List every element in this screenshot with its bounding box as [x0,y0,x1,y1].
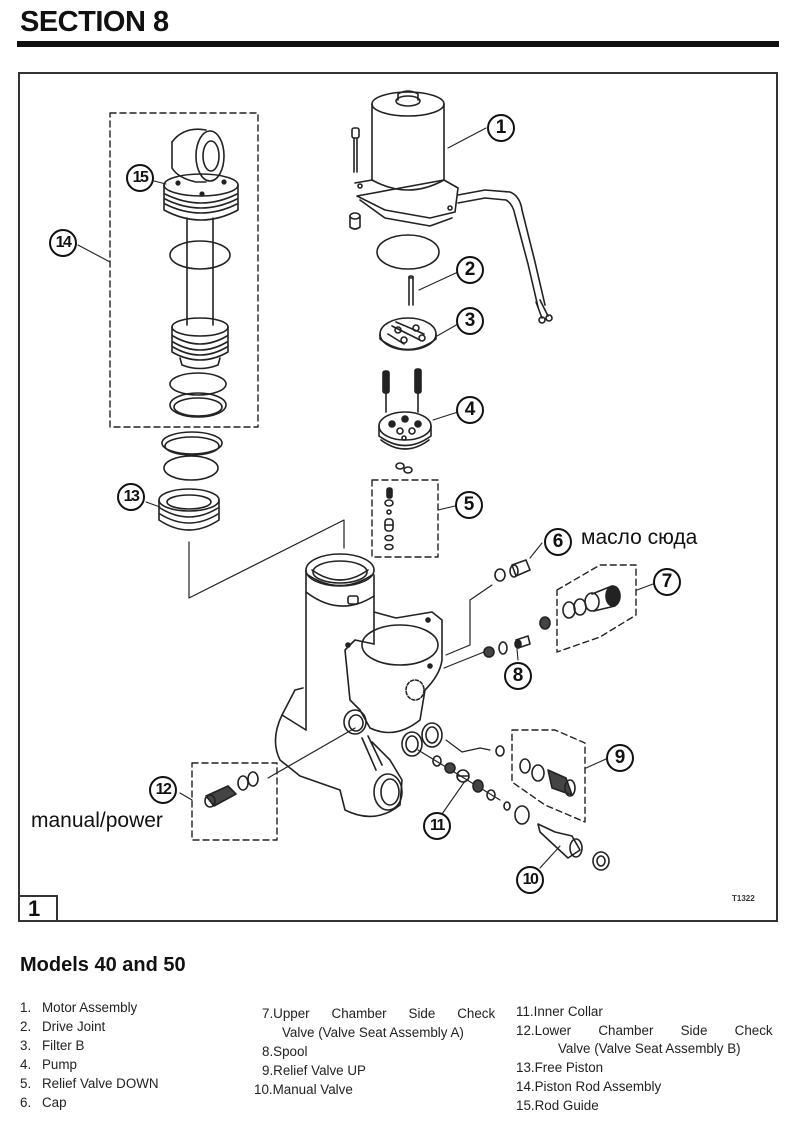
callout-leaders [77,127,654,869]
legend-item-continued: Valve (Valve Seat Assembly A) [282,1025,464,1040]
legend-item: 4.Pump [20,1057,77,1072]
figure-frame [18,72,778,922]
group-box-14 [109,112,259,428]
assembly-line [188,519,345,599]
exploded-diagram [77,90,654,871]
manual-valve [537,823,610,871]
cap-part [494,559,531,582]
group-box-9 [511,729,586,823]
section-title: SECTION 8 [20,6,169,38]
legend-item: 5.Relief Valve DOWN [20,1076,159,1091]
motor-assembly [349,90,553,324]
lower-check-valve [204,771,259,808]
legend-column-2: 7.Upper Chamber Side Check Valve (Valve … [254,1004,495,1099]
legend-item: 3.Filter B [20,1038,85,1053]
relief-valve-up [495,745,576,797]
seal-rings [161,431,223,481]
legend-column-1: 1.Motor Assembly 2.Drive Joint 3.Filter … [20,998,159,1112]
legend-item: 9.Relief Valve UP [262,1063,366,1078]
legend-item: 12.Lower Chamber Side Check [516,1022,773,1038]
cylinder-body [274,553,443,818]
callout-5: 5 [455,491,483,519]
legend-item: 11.Inner Collar [516,1004,603,1019]
group-box-5 [371,479,439,558]
legend-title: Models 40 and 50 [20,954,186,976]
manual-power-annotation: manual/power [31,809,163,832]
callout-13: 13 [117,483,145,511]
figure-number: 1 [18,895,58,922]
legend-column-3: 11.Inner Collar 12.Lower Chamber Side Ch… [516,1003,773,1115]
callout-2: 2 [456,256,484,284]
pump [378,368,432,450]
callout-14: 14 [49,229,77,257]
relief-valve-down [384,487,394,551]
callout-12: 12 [149,776,177,804]
inner-collar [417,749,530,825]
legend-item: 6.Cap [20,1095,67,1110]
legend-item: 15.Rod Guide [516,1097,599,1113]
legend-item: 14.Piston Rod Assembly [516,1078,662,1094]
section-rule [17,41,779,47]
legend-item: 8.Spool [262,1044,308,1059]
callout-4: 4 [456,396,484,424]
leader-line [443,651,485,669]
callout-15: 15 [126,164,154,192]
callout-10: 10 [516,866,544,894]
callout-8: 8 [504,662,532,690]
legend-item: 7.Upper Chamber Side Check [262,1006,496,1021]
small-o-ring [395,462,405,470]
leader-line [445,739,491,753]
legend-item: 10.Manual Valve [254,1082,353,1097]
leader-line [267,727,356,779]
callout-1: 1 [487,114,515,142]
group-box-12 [191,762,278,841]
leader-line [445,584,493,656]
legend-item: 2.Drive Joint [20,1019,106,1034]
callout-7: 7 [653,568,681,596]
figure-code: T1322 [732,894,755,903]
legend-item-continued: Valve (Valve Seat Assembly B) [558,1041,741,1057]
callout-11: 11 [423,812,451,840]
legend-item: 13.Free Piston [516,1060,604,1076]
upper-check-valve [562,585,621,619]
callout-6: 6 [544,528,572,556]
small-o-ring [403,466,413,474]
group-box-7 [556,564,637,653]
piston-rod-assembly [163,128,239,418]
free-piston [158,488,220,531]
drive-joint [408,275,414,306]
spool [483,616,551,658]
oil-here-annotation: масло сюда [581,526,698,549]
callout-3: 3 [456,307,484,335]
filter-b [379,317,437,351]
callout-9: 9 [606,744,634,772]
o-ring [376,234,440,270]
legend-item: 1.Motor Assembly [20,1000,138,1015]
